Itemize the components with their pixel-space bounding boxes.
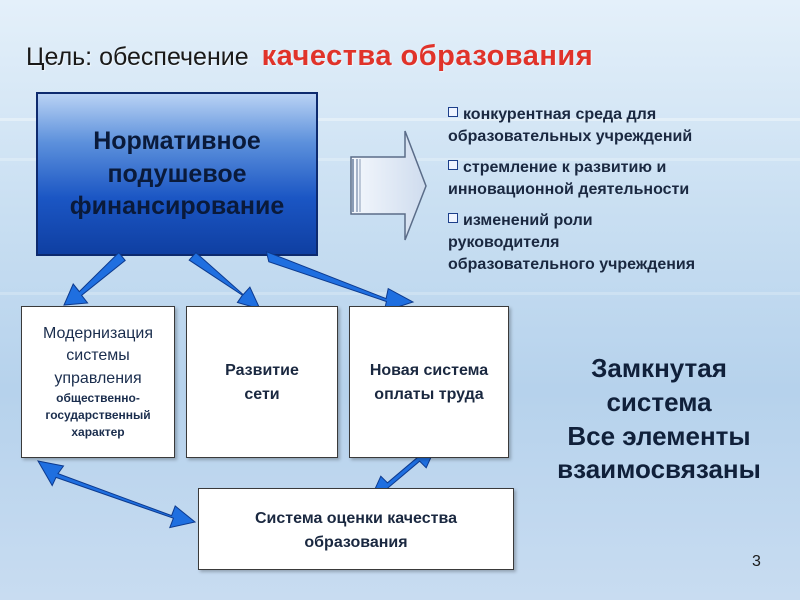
- quality-assessment-line: образования: [304, 534, 408, 551]
- conclusion-line: Все элементы: [567, 420, 751, 451]
- modernization-line: системы: [66, 347, 130, 365]
- network-line: Развитие: [225, 362, 299, 379]
- conclusion-line: Замкнутая: [591, 353, 727, 383]
- modernization-line: управления: [54, 369, 142, 387]
- conclusion-line: система: [606, 386, 712, 417]
- title-highlight: качества образования: [261, 40, 594, 72]
- pay-system-line: оплаты труда: [374, 386, 484, 403]
- benefits-list: конкурентная среда для образовательных у…: [448, 104, 778, 285]
- modernization-sub-line: характер: [71, 424, 125, 439]
- slide-title: Цель: обеспечение качества образования: [26, 40, 593, 73]
- benefit-item: конкурентная среда для образовательных у…: [448, 106, 693, 146]
- network-box: Развитие сети: [186, 306, 338, 458]
- arrow-bidirectional-left: [37, 460, 197, 529]
- page-number: 3: [752, 553, 761, 570]
- benefit-item: изменений роли руководителя образователь…: [448, 211, 696, 274]
- benefit-item: стремление к развитию и инновационной де…: [448, 158, 690, 199]
- conclusion-text: Замкнутая система Все элементы взаимосвя…: [528, 352, 790, 487]
- funding-line: Нормативное: [93, 127, 261, 156]
- modernization-sub-line: общественно-: [56, 391, 140, 406]
- pay-system-box: Новая система оплаты труда: [349, 306, 509, 458]
- modernization-box: Модернизация системы управления обществе…: [21, 306, 175, 458]
- pay-system-line: Новая система: [369, 362, 489, 379]
- network-line: сети: [244, 386, 280, 403]
- background-streak: [0, 292, 800, 295]
- title-prefix: Цель: обеспечение: [26, 43, 249, 71]
- bullet-square-icon: [448, 212, 458, 223]
- arrow-to-modernization: [63, 251, 126, 306]
- funding-box: Нормативное подушевое финансирование: [36, 92, 318, 256]
- funding-line: подушевое: [107, 159, 247, 188]
- modernization-sub-line: государственный: [45, 407, 151, 422]
- arrow-to-network: [188, 251, 261, 310]
- quality-assessment-line: Система оценки качества: [255, 510, 457, 527]
- arrow-to-pay-system: [265, 250, 415, 313]
- bullet-square-icon: [448, 107, 458, 117]
- big-right-arrow: [350, 130, 427, 241]
- background-streak: [0, 118, 800, 121]
- conclusion-line: взаимосвязаны: [557, 454, 761, 485]
- quality-assessment-box: Система оценки качества образования: [198, 488, 514, 570]
- modernization-line: Модернизация: [43, 325, 153, 342]
- bullet-square-icon: [448, 159, 458, 170]
- funding-line: финансирование: [69, 192, 285, 221]
